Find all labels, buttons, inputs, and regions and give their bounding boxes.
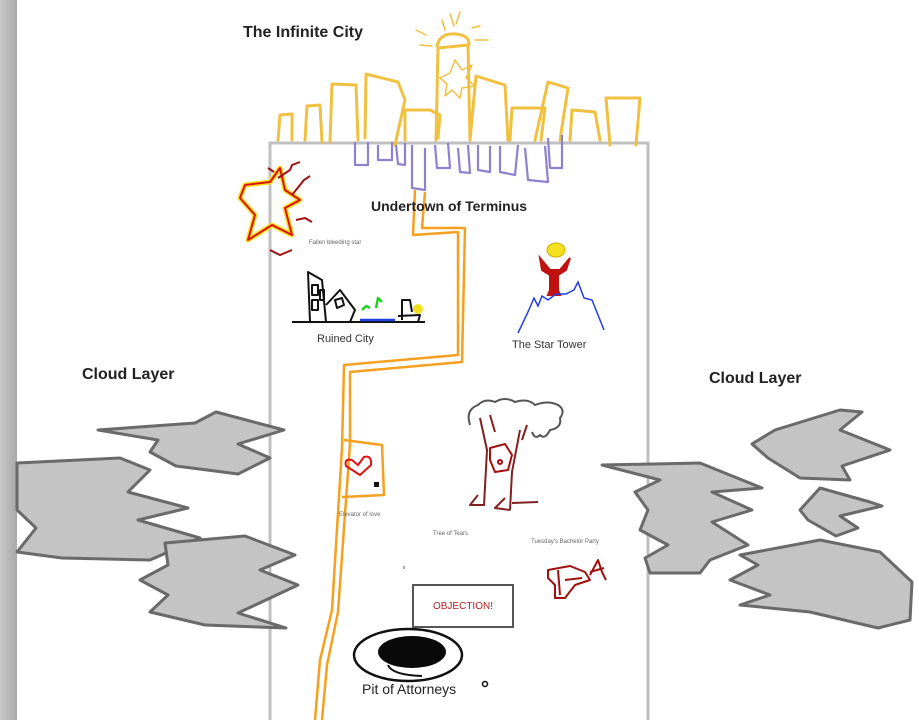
label-bachelor-party: Tuesday's Bachelor Party (531, 539, 599, 545)
elevator-heart-drawing (344, 455, 379, 487)
star-tower-drawing (517, 242, 605, 334)
objection-box: OBJECTION! (412, 584, 514, 628)
undertown-blocks (353, 135, 564, 192)
cloud-layer-left (15, 410, 300, 630)
label-cloud-layer-right: Cloud Layer (709, 370, 802, 387)
label-ruined-city: Ruined City (317, 333, 374, 345)
objection-text: OBJECTION! (432, 600, 493, 612)
undertown-frame (268, 141, 650, 720)
label-pit-of-attorneys: Pit of Attorneys (362, 681, 457, 697)
label-elevator: Elevator of love (339, 512, 381, 518)
left-scroll-edge (0, 0, 17, 720)
label-tree-of-tears: Tree of Tears (433, 531, 469, 537)
tree-of-tears-drawing (467, 398, 564, 511)
infinite-city-skyline (276, 11, 642, 147)
label-infinite-city: The Infinite City (243, 24, 363, 41)
label-undertown: Undertown of Terminus (371, 198, 528, 214)
label-fallen-star: Fallen bleeding star (309, 240, 362, 246)
cloud-layer-right (600, 408, 914, 630)
orange-path (313, 189, 467, 720)
pit-of-attorneys-drawing (352, 566, 489, 688)
label-star-tower: The Star Tower (512, 339, 587, 351)
fallen-star-drawing (237, 161, 313, 257)
bachelor-party-drawing (547, 559, 607, 599)
ruined-city-drawing (292, 271, 425, 323)
label-cloud-layer-left: Cloud Layer (82, 366, 175, 383)
